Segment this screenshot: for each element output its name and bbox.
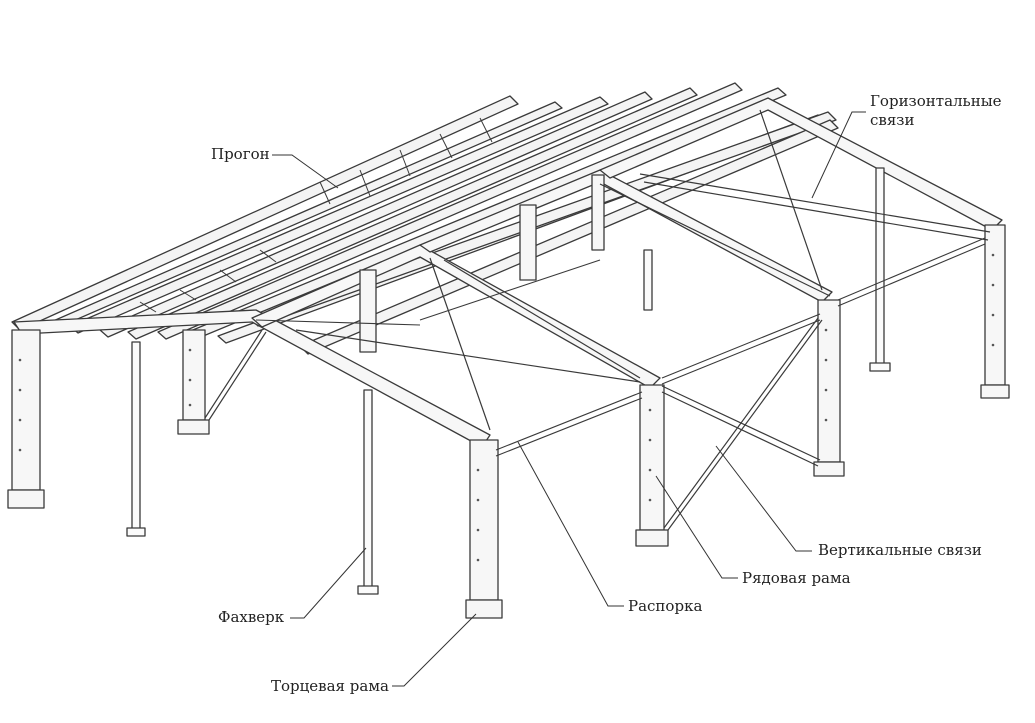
label-horizontal-bracing: Горизонтальные связи xyxy=(870,92,1002,130)
struts xyxy=(255,237,986,457)
label-row-frame: Рядовая рама xyxy=(742,569,851,587)
vertical-bracing xyxy=(204,317,823,531)
label-horizontal-bracing-line1: Горизонтальные xyxy=(870,92,1002,110)
leader-lines xyxy=(272,111,866,687)
purlin-ties xyxy=(139,117,493,313)
label-vertical-bracing: Вертикальные связи xyxy=(818,541,982,559)
leader-row-frame xyxy=(655,475,738,579)
leader-half-timber xyxy=(290,547,367,619)
horizontal-bracing xyxy=(295,109,991,431)
leader-strut xyxy=(517,441,624,607)
label-purlin: Прогон xyxy=(211,145,270,163)
structure xyxy=(7,82,1010,619)
label-end-frame: Торцевая рама xyxy=(271,677,389,695)
leader-vertical-bracing xyxy=(715,445,812,552)
label-horizontal-bracing-line2: связи xyxy=(870,111,915,129)
leader-purlin xyxy=(272,154,339,189)
bolt-details xyxy=(18,253,995,562)
rafters xyxy=(13,97,1003,448)
label-half-timber: Фахверк xyxy=(218,608,285,626)
label-strut: Распорка xyxy=(628,597,703,615)
leader-end-frame xyxy=(392,613,477,687)
half-timber-posts xyxy=(126,167,891,595)
leader-horizontal-bracing xyxy=(811,111,866,199)
